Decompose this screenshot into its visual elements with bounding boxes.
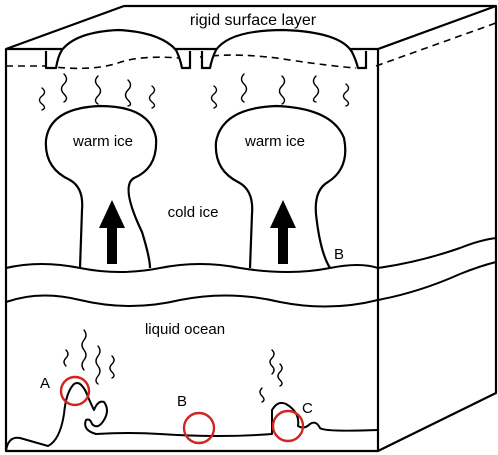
heat-squiggles-ocean (63, 329, 283, 403)
side-interface-lower (377, 261, 497, 301)
heat-squiggles-ice (38, 73, 350, 111)
upwelling-arrows (99, 200, 296, 264)
label-cold-ice: cold ice (168, 204, 219, 221)
seafloor-profile (5, 382, 379, 452)
interfaces (5, 237, 497, 308)
sample-markers (59, 375, 305, 445)
label-c: C (302, 400, 313, 417)
label-liquid-ocean: liquid ocean (145, 321, 225, 338)
label-rigid-surface-layer: rigid surface layer (190, 12, 317, 29)
up-arrow-left-icon (99, 200, 125, 264)
diapirs (44, 104, 347, 269)
diapir-left (44, 104, 158, 269)
label-b-lower: B (177, 393, 187, 410)
block-top-right-edge (377, 4, 497, 51)
rigid-layer-base-dashed (6, 22, 497, 70)
marker-b-circle (182, 411, 216, 445)
label-warm-ice-left: warm ice (72, 133, 133, 150)
surface-domes (44, 28, 368, 70)
side-interface-upper (377, 237, 497, 269)
up-arrow-right-icon (270, 200, 296, 264)
ice-ocean-interface-upper (5, 263, 379, 273)
ice-ocean-interface-lower (5, 294, 379, 308)
label-warm-ice-right: warm ice (244, 133, 305, 150)
label-a: A (40, 375, 50, 392)
marker-a-circle (59, 375, 91, 407)
label-b-upper: B (334, 246, 344, 263)
diapir-right (214, 104, 347, 269)
marker-c-circle (271, 409, 305, 443)
